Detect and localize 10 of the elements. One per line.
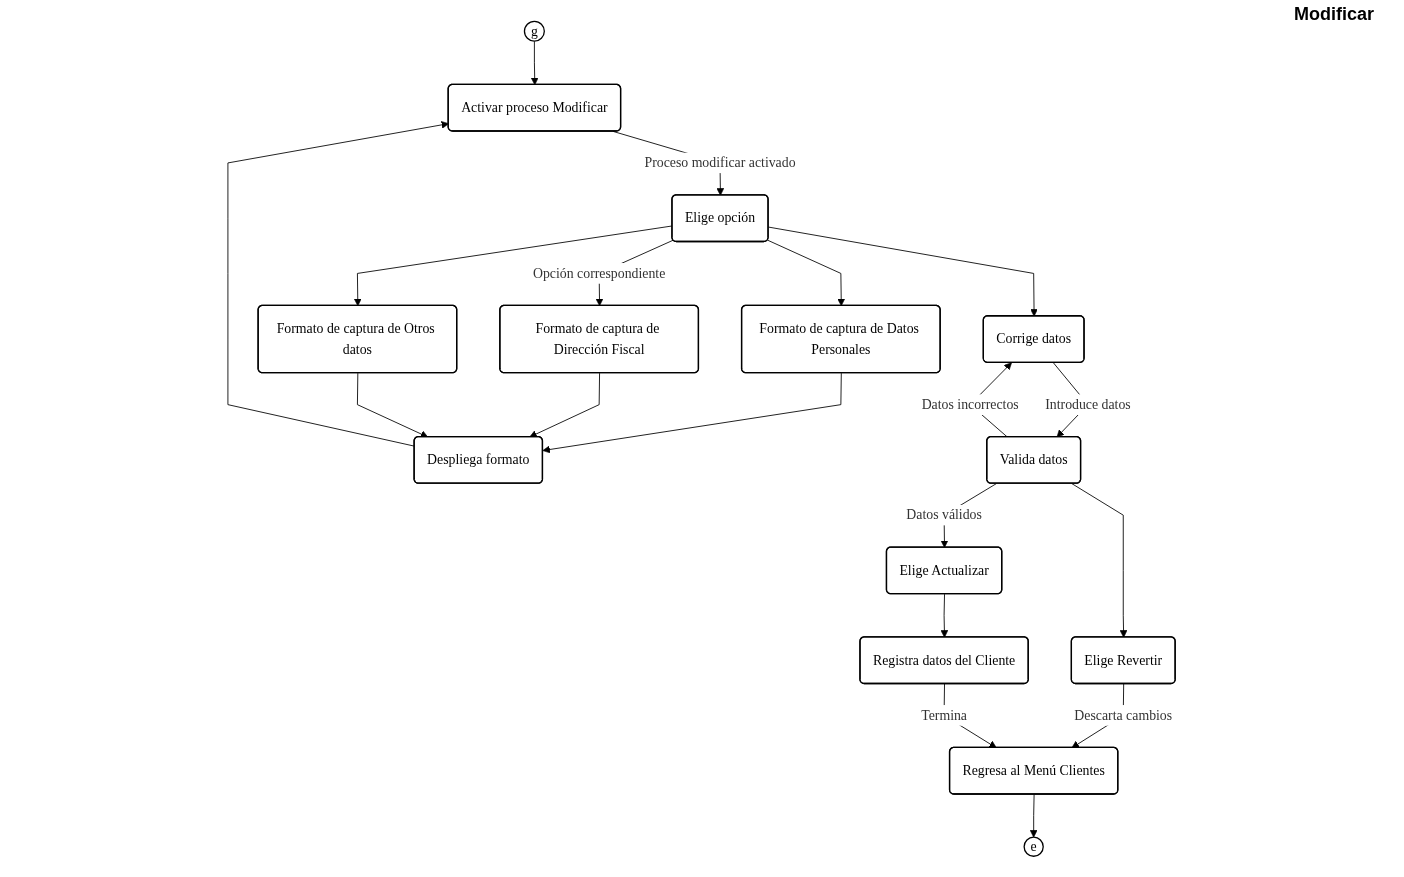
edge-label: Datos válidos — [906, 506, 983, 522]
edge-label: Termina — [921, 707, 968, 722]
edge-label: Descarta cambios — [1074, 707, 1173, 722]
edge-label: Datos incorrectos — [922, 396, 1020, 412]
edge-label: Proceso modificar activado — [644, 154, 797, 170]
edge-label: Opción correspondiente — [533, 265, 666, 280]
edge-label: Introduce datos — [1045, 396, 1132, 412]
node-circle: g — [524, 20, 546, 42]
diagram-title: Modificar — [1294, 4, 1374, 25]
node-circle: e — [1023, 836, 1045, 857]
